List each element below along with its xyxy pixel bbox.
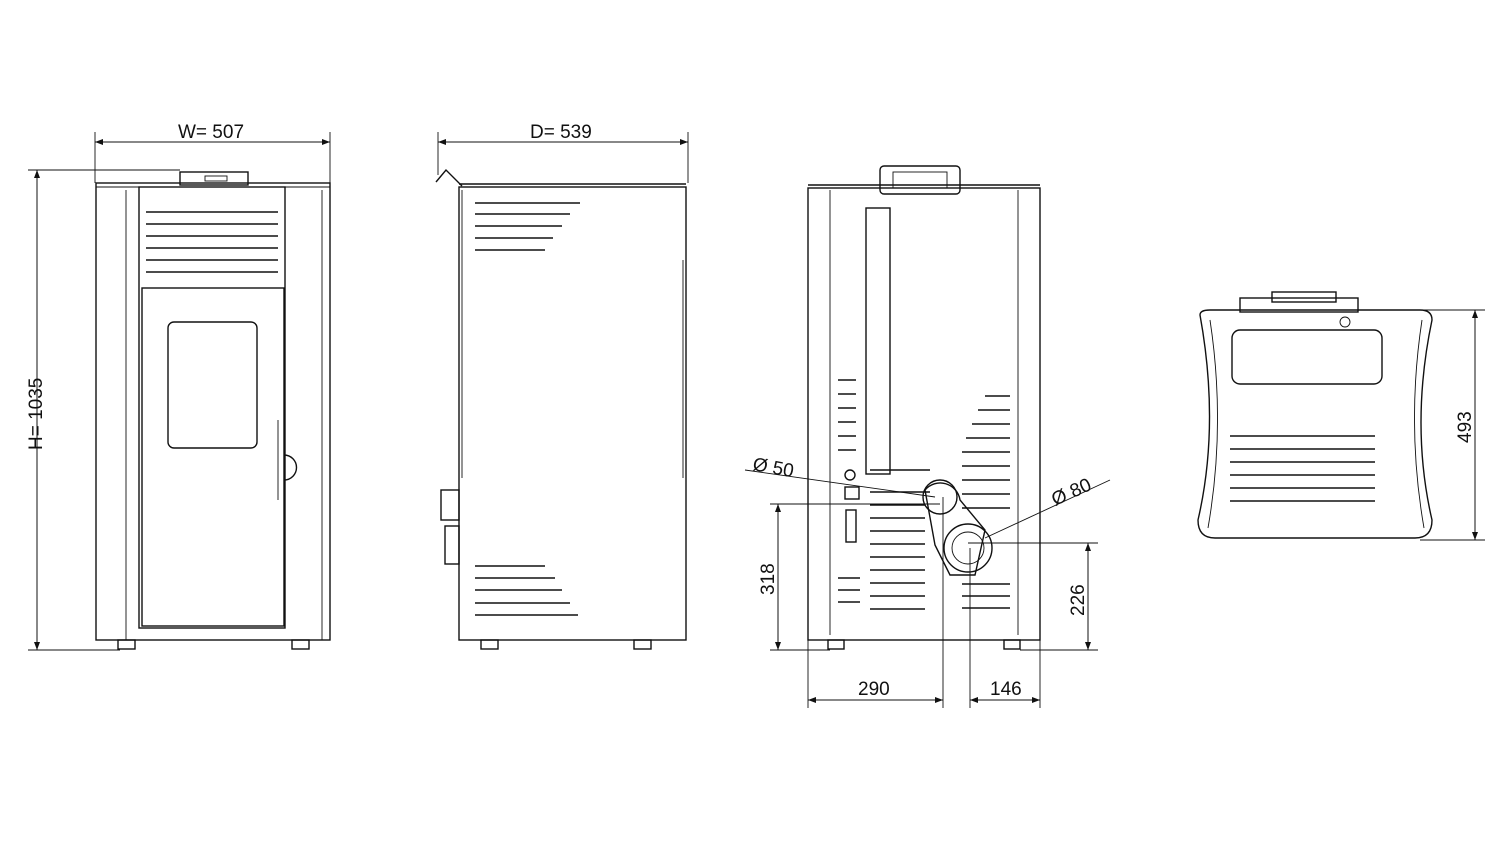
offset-146: 146 (990, 679, 1022, 700)
top-window (1231, 329, 1383, 385)
pipe-50 (922, 479, 958, 515)
height-dimension: H= 1035 (26, 378, 47, 450)
back-vents (838, 379, 1010, 610)
top-body (1197, 309, 1433, 539)
door-window (167, 321, 258, 449)
front-door (141, 287, 285, 627)
pipe-80-label: Ø 80 (1048, 475, 1094, 511)
back-view: Ø 50 Ø 80 318 226 290 146 (744, 165, 1111, 708)
side-view: D= 539 (435, 122, 689, 650)
height-226: 226 (1068, 584, 1089, 616)
top-vents (1230, 435, 1375, 502)
side-vents (475, 202, 580, 616)
front-view: W= 507 H= 1035 (26, 122, 331, 651)
width-dimension: W= 507 (178, 122, 244, 143)
depth-dimension: D= 539 (530, 122, 592, 143)
top-view: 493 (1197, 291, 1485, 541)
height-318: 318 (758, 563, 779, 595)
top-depth-493: 493 (1455, 411, 1476, 443)
top-handle (879, 165, 961, 195)
door-handle (283, 454, 298, 481)
offset-290: 290 (858, 679, 890, 700)
front-grille (146, 211, 278, 273)
control-panel (179, 171, 249, 186)
vertical-duct (865, 207, 891, 475)
pipe-50-label: Ø 50 (751, 454, 795, 482)
pipe-80 (943, 523, 993, 573)
